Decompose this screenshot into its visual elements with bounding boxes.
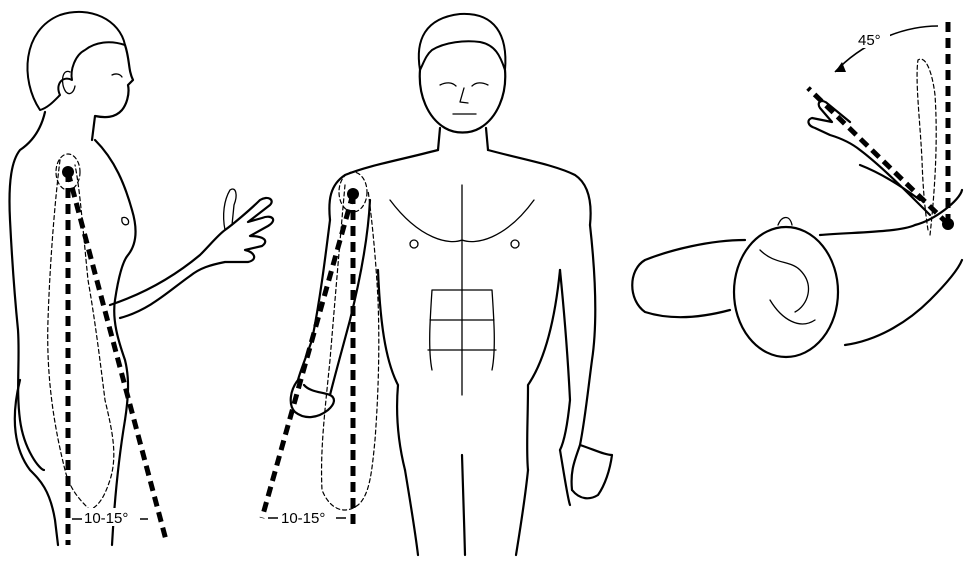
side-nipple xyxy=(122,217,129,224)
front-eye-left xyxy=(440,83,456,86)
top-angle-label: 45° xyxy=(858,32,881,49)
top-arm-axis xyxy=(808,88,948,224)
side-head-hair xyxy=(27,12,125,110)
front-ghost-arm xyxy=(322,185,379,510)
front-right-arm xyxy=(560,225,595,490)
front-torso xyxy=(329,150,590,470)
front-view-figure: 10-15° xyxy=(262,14,612,555)
top-shoulder-pivot xyxy=(942,218,954,230)
front-left-arm xyxy=(298,200,370,395)
side-eye xyxy=(112,74,122,77)
top-hair-swirl xyxy=(760,218,815,324)
front-shoulder-pivot xyxy=(347,188,359,200)
side-ghost-arm xyxy=(48,160,114,510)
front-nipple-right xyxy=(511,240,519,248)
front-head-face xyxy=(420,70,506,133)
top-head xyxy=(734,227,838,357)
top-raised-arm xyxy=(808,101,930,215)
side-chest xyxy=(95,140,135,420)
front-legs xyxy=(405,455,528,555)
top-view-figure: 45° xyxy=(632,18,962,357)
front-angle-label: 10-15° xyxy=(281,510,325,527)
side-shoulder-pivot xyxy=(62,166,74,178)
side-angle-label: 10-15° xyxy=(84,510,128,527)
front-head-hair xyxy=(419,14,506,70)
front-neck xyxy=(438,128,488,150)
side-view-figure: 10-15° xyxy=(9,12,273,545)
side-head-face xyxy=(92,45,133,140)
front-right-hand xyxy=(560,445,612,505)
front-nose xyxy=(460,88,468,103)
front-nipple-left xyxy=(410,240,418,248)
front-eye-right xyxy=(472,83,488,86)
